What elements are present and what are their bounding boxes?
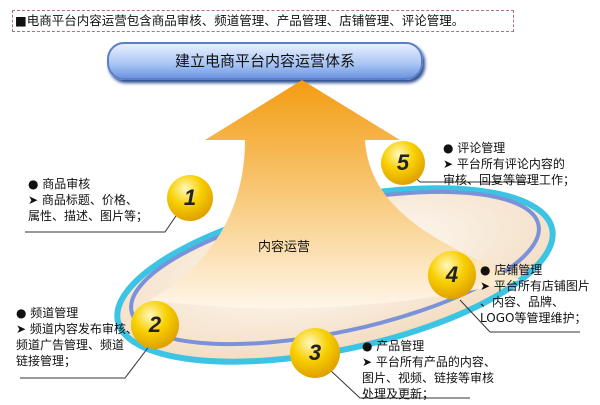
step-number: 2 xyxy=(148,312,162,337)
center-label: 内容运营 xyxy=(258,240,311,255)
ball-3 xyxy=(290,328,340,378)
title-pill: 建立电商平台内容运营体系 xyxy=(107,42,423,80)
step-number: 3 xyxy=(308,340,322,365)
summary-banner: ■电商平台内容运营包含商品审核、频道管理、产品管理、店铺管理、评论管理。 xyxy=(12,10,514,32)
item-store: ● 店铺管理➤ 平台所有店铺图片、内容、品牌、LOGO等管理维护； xyxy=(480,263,590,325)
step-number: 4 xyxy=(445,262,459,287)
ball-2 xyxy=(131,301,179,349)
item-shop-review: ● 商品审核➤ 商品标题、价格、属性、描述、图片等； xyxy=(28,177,149,223)
ball-5 xyxy=(381,141,425,185)
ball-4 xyxy=(428,251,476,299)
step-number: 1 xyxy=(183,185,197,210)
ball-1 xyxy=(167,175,213,221)
item-product: ● 产品管理➤ 平台所有产品的内容、图片、视频、链接等审核处理及更新； xyxy=(362,339,496,401)
item-comment: ● 评论管理➤ 平台所有评论内容的审核、回复等管理工作； xyxy=(443,141,576,187)
growth-arrow xyxy=(150,80,520,309)
item-channel: ● 频道管理➤ 频道内容发布审核、频道广告管理、频道链接管理； xyxy=(16,306,138,368)
step-number: 5 xyxy=(396,150,410,175)
